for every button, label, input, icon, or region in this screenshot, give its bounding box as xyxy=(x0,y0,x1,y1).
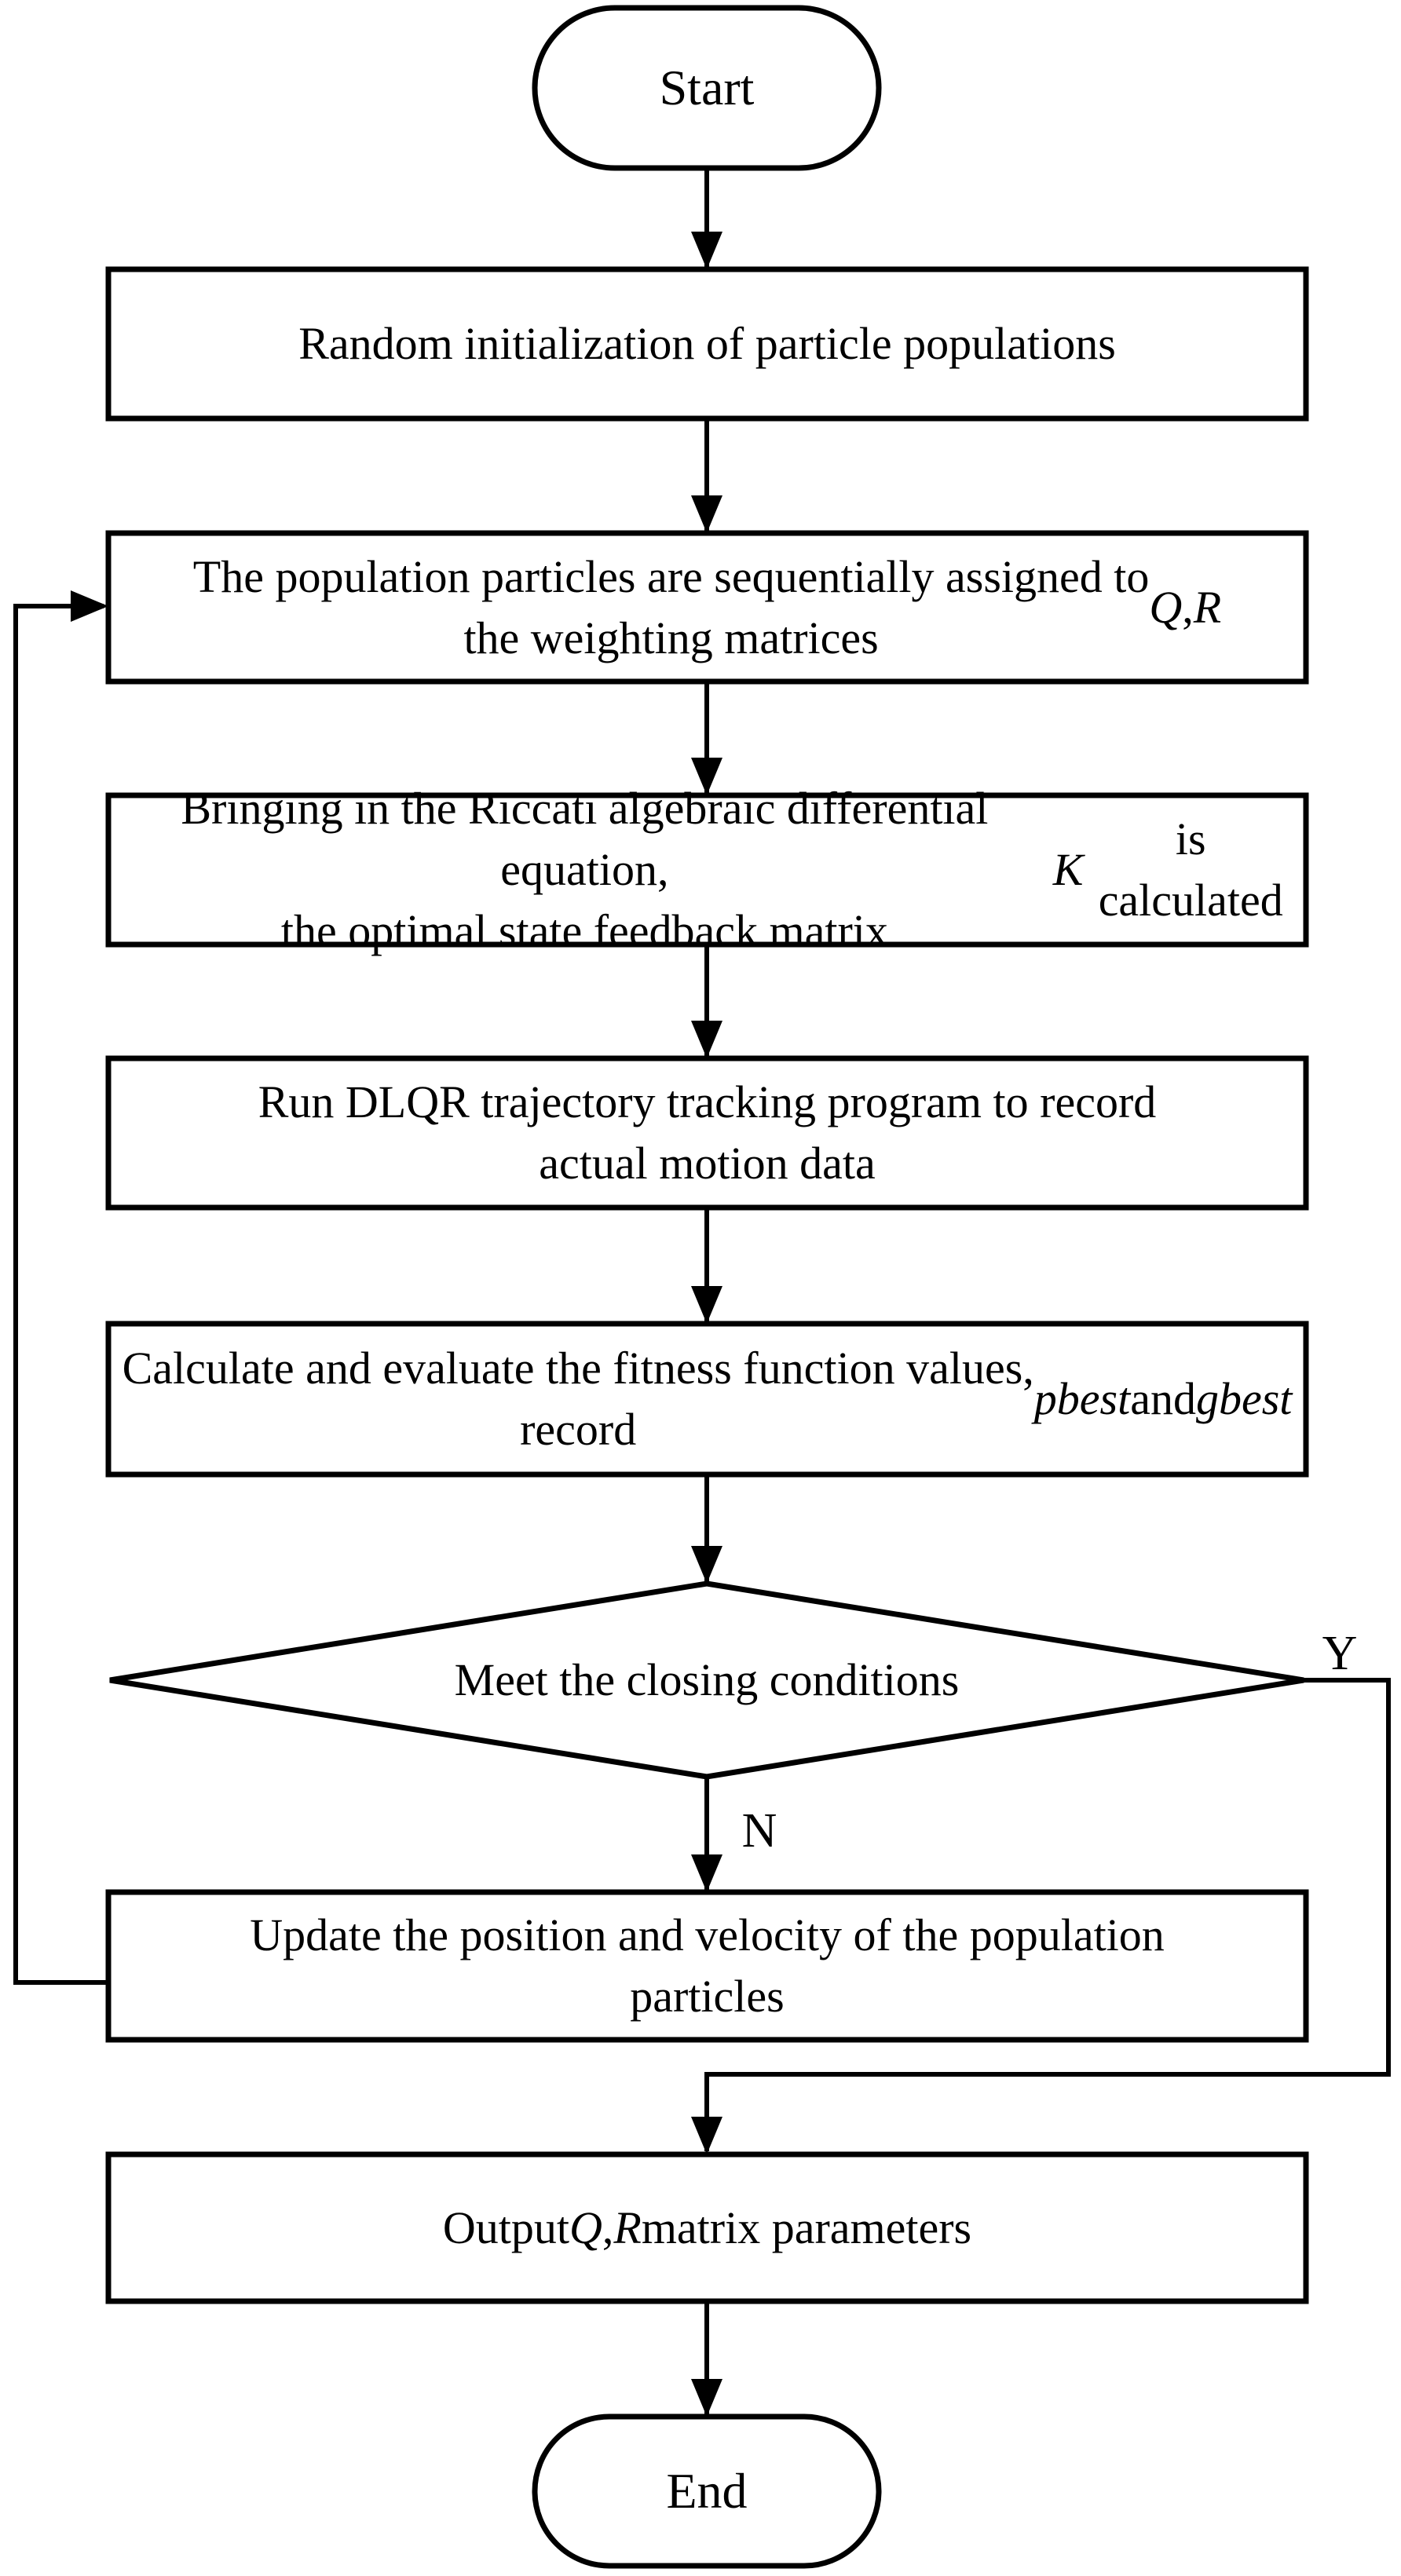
arrowhead-into-dlqr xyxy=(691,1021,722,1058)
edge-decision-output-y xyxy=(704,1678,1391,2151)
arrowhead-into-end xyxy=(691,2379,722,2417)
arrowheads xyxy=(71,232,722,2417)
end-terminator-shape xyxy=(532,2413,882,2569)
output-process-shape xyxy=(105,2151,1309,2304)
end-node-label: End xyxy=(666,2463,748,2519)
fitness-node-label: Calculate and evaluate the fitness funct… xyxy=(122,1343,1293,1455)
update-node-label: Update the position and velocity of the … xyxy=(250,1909,1165,2022)
start-terminator-shape xyxy=(532,5,882,171)
node-shapes xyxy=(105,5,1309,2569)
assign-process-shape xyxy=(105,530,1309,685)
arrowhead-into-decision xyxy=(691,1546,722,1584)
arrowhead-into-assign-left xyxy=(71,590,108,622)
yes-branch-label: Y xyxy=(1322,1627,1358,1680)
arrowhead-into-update xyxy=(691,1854,722,1892)
dlqr-process-shape xyxy=(105,1055,1309,1211)
riccati-process-shape xyxy=(105,792,1309,948)
arrowhead-into-assign-top xyxy=(691,495,722,533)
output-node-label: Output Q, R matrix parameters xyxy=(442,2201,972,2253)
arrowhead-into-fitness xyxy=(691,1286,722,1324)
riccati-node-label: Bringing in the Riccati algebraic differ… xyxy=(181,783,1283,956)
no-branch-label: N xyxy=(741,1804,777,1858)
assign-node-label: The population particles are sequentiall… xyxy=(192,550,1222,663)
arrowhead-into-riccati xyxy=(691,758,722,795)
dlqr-node-label: Run DLQR trajectory tracking program to … xyxy=(258,1076,1157,1189)
init-node-label: Random initialization of particle popula… xyxy=(298,318,1116,369)
arrowhead-into-output xyxy=(691,2117,722,2154)
decision-diamond-shape xyxy=(109,1580,1304,1780)
decision-node-label: Meet the closing conditions xyxy=(454,1654,960,1705)
connector-lines xyxy=(13,168,1391,2414)
fitness-process-shape xyxy=(105,1321,1309,1478)
init-process-shape xyxy=(105,266,1309,422)
arrowhead-into-init xyxy=(691,232,722,269)
edge-update-assign-loop xyxy=(13,604,108,1985)
update-process-shape xyxy=(105,1889,1309,2043)
start-node-label: Start xyxy=(659,60,755,115)
